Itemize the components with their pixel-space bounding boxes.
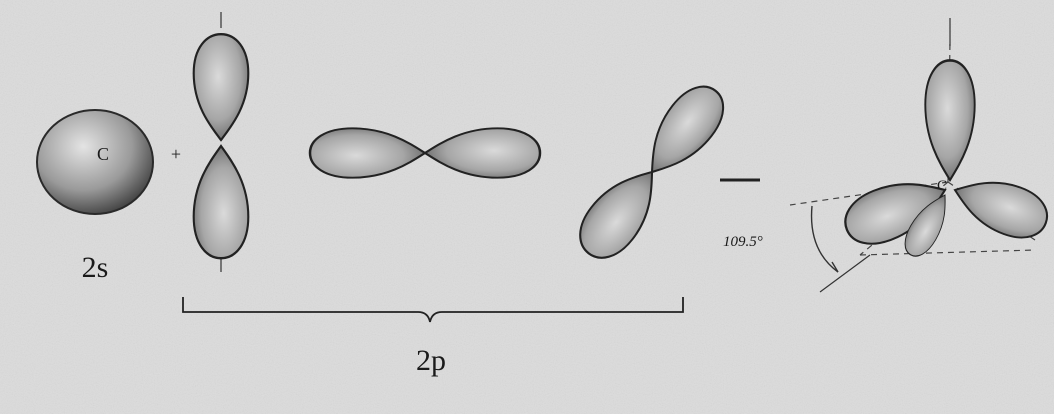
s-orbital-label: 2s [82,251,109,284]
p-orbitals-label: 2p [416,344,446,377]
plus-sign: + [171,144,181,164]
s-orbital-center-label: C [97,144,109,164]
s-orbital [37,110,153,214]
hybrid-center-label: C [937,178,947,194]
bond-angle-label: 109.5° [723,234,763,250]
